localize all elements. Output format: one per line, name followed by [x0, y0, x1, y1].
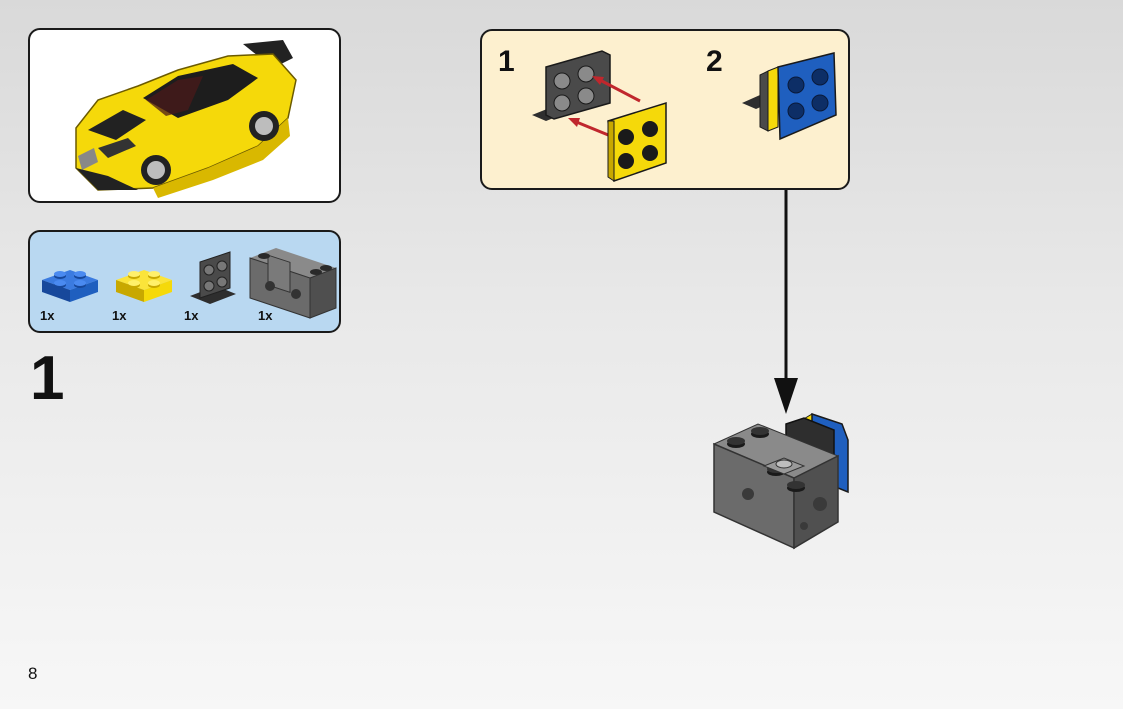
- substep-callout-panel: 1 2: [480, 29, 850, 190]
- substep-2-illustration: [742, 52, 837, 141]
- assembly-arrow: [774, 190, 798, 414]
- dark-gray-bracket-2x2-image: [190, 251, 236, 304]
- step-number: 1: [30, 344, 65, 413]
- sports-car-image: [75, 40, 297, 198]
- blue-plate-2x2-image: [42, 270, 98, 302]
- dark-gray-brick-2x4-bracket-image: [249, 248, 337, 319]
- model-preview-panel: [28, 28, 341, 203]
- parts-list-panel: 1x 1x 1x 1x: [28, 230, 341, 333]
- part-quantity: 1x: [112, 308, 127, 323]
- page-number: 8: [28, 664, 38, 683]
- part-quantity: 1x: [40, 308, 55, 323]
- substep-1-illustration: [532, 50, 667, 183]
- assembly-result-illustration: [712, 412, 849, 550]
- substep-number: 1: [498, 45, 515, 78]
- substep-number: 2: [706, 45, 723, 78]
- yellow-plate-2x2-image: [116, 270, 172, 302]
- part-quantity: 1x: [258, 308, 273, 323]
- part-quantity: 1x: [184, 308, 199, 323]
